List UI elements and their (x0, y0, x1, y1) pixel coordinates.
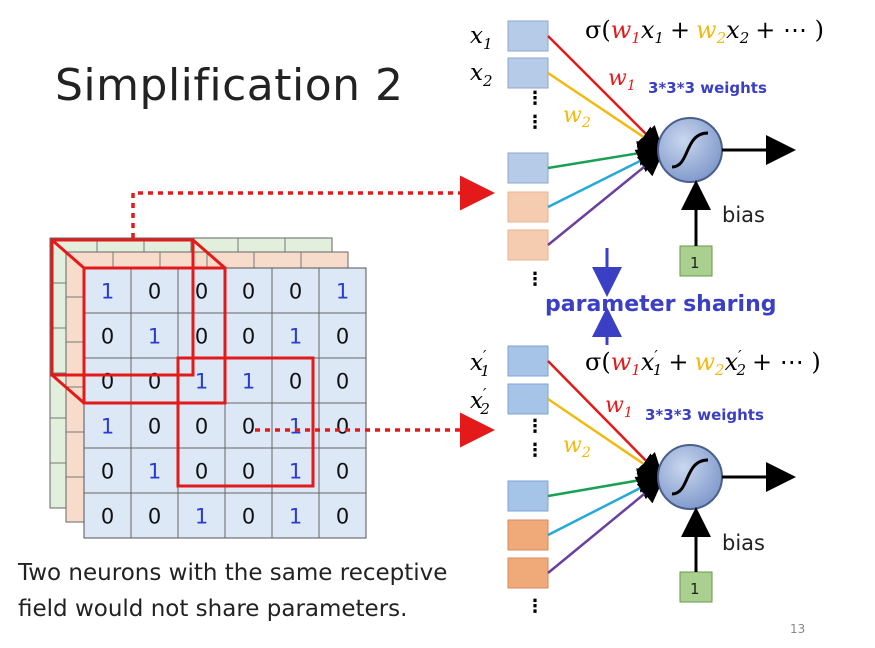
w1-label-top: w1 (608, 66, 636, 94)
input-x1-label: x1 (470, 23, 493, 53)
input-x2-prime-label: x′2 (470, 385, 490, 418)
svg-text:⋮: ⋮ (526, 88, 544, 109)
slide-number: 13 (790, 622, 806, 636)
weights-note-bottom: 3*3*3 weights (645, 406, 764, 424)
weights-note-top: 3*3*3 weights (648, 79, 767, 97)
grid-cell-value: 1 (101, 280, 114, 304)
grid-cell-value: 1 (101, 415, 114, 439)
grid-cell-value: 1 (148, 325, 161, 349)
receptive-field-2 (176, 356, 315, 488)
grid-cell-value: 0 (101, 505, 114, 529)
grid-cell-value: 0 (242, 415, 255, 439)
grid-cell-value: 0 (148, 370, 161, 394)
bias-label-top: bias (722, 203, 765, 227)
grid-cell-value: 1 (242, 370, 255, 394)
grid-cell-value: 0 (101, 370, 114, 394)
neuron-top: ⋮ ⋮ ⋮ (507, 20, 796, 290)
grid-cell-value: 0 (148, 280, 161, 304)
caption: Two neurons with the same receptive fiel… (18, 555, 447, 627)
bias-label-bottom: bias (722, 531, 765, 555)
grid-cell-value: 0 (242, 325, 255, 349)
grid-cell-value: 0 (101, 325, 114, 349)
grid-cell-value: 0 (195, 280, 208, 304)
grid-cell-value: 0 (242, 460, 255, 484)
caption-line-1: Two neurons with the same receptive (18, 560, 448, 586)
grid-cell-value: 0 (336, 370, 349, 394)
neuron-bottom: ⋮ ⋮ ⋮ (507, 345, 796, 617)
grid-cell-value: 1 (336, 280, 349, 304)
grid-cell-value: 0 (148, 415, 161, 439)
grid-cell-value: 0 (289, 370, 302, 394)
grid-cell-value: 0 (242, 505, 255, 529)
grid-cell-value: 1 (195, 370, 208, 394)
grid-cell-value: 1 (289, 460, 302, 484)
grid-cell-value: 0 (101, 460, 114, 484)
grid-cell-value: 0 (336, 505, 349, 529)
bias-value-bottom: 1 (690, 580, 700, 598)
grid-cell-value: 0 (148, 505, 161, 529)
slide-title: Simplification 2 (55, 60, 404, 111)
receptive-field-1 (50, 238, 227, 405)
dotted-arrow-top (131, 175, 495, 238)
grid-cell-value: 1 (289, 505, 302, 529)
w1-label-bottom: w1 (605, 393, 633, 421)
w2-label-top: w2 (563, 103, 591, 131)
grid-cell-value: 1 (195, 505, 208, 529)
grid-cell-value: 0 (195, 460, 208, 484)
grid-cell-value: 0 (289, 280, 302, 304)
svg-text:⋮: ⋮ (526, 269, 544, 290)
w2-label-bottom: w2 (563, 433, 591, 461)
grid-cell-value: 0 (195, 415, 208, 439)
grid-cell-value: 0 (336, 415, 349, 439)
parameter-sharing-label: parameter sharing (545, 292, 776, 317)
grid-cell-value: 0 (195, 325, 208, 349)
svg-text:⋮: ⋮ (526, 112, 544, 133)
input-x2-label: x2 (470, 60, 493, 90)
input-x1-prime-label: x′1 (470, 347, 490, 380)
grid-cell-value: 1 (289, 415, 302, 439)
formula-bottom: σ(w1x′1+w2x′2+ ⋯ ) (585, 347, 821, 379)
svg-text:⋮: ⋮ (526, 440, 544, 461)
caption-line-2: field would not share parameters. (18, 596, 408, 622)
grid-cell-value: 0 (242, 280, 255, 304)
grid-cell-value: 0 (336, 460, 349, 484)
grid-cell-value: 1 (148, 460, 161, 484)
grid-cell-value: 1 (289, 325, 302, 349)
svg-text:⋮: ⋮ (526, 596, 544, 617)
grid-cell-value: 0 (336, 325, 349, 349)
formula-top: σ(w1x1+w2x2+ ⋯ ) (585, 16, 824, 47)
svg-text:⋮: ⋮ (526, 416, 544, 437)
bias-value-top: 1 (690, 254, 700, 272)
